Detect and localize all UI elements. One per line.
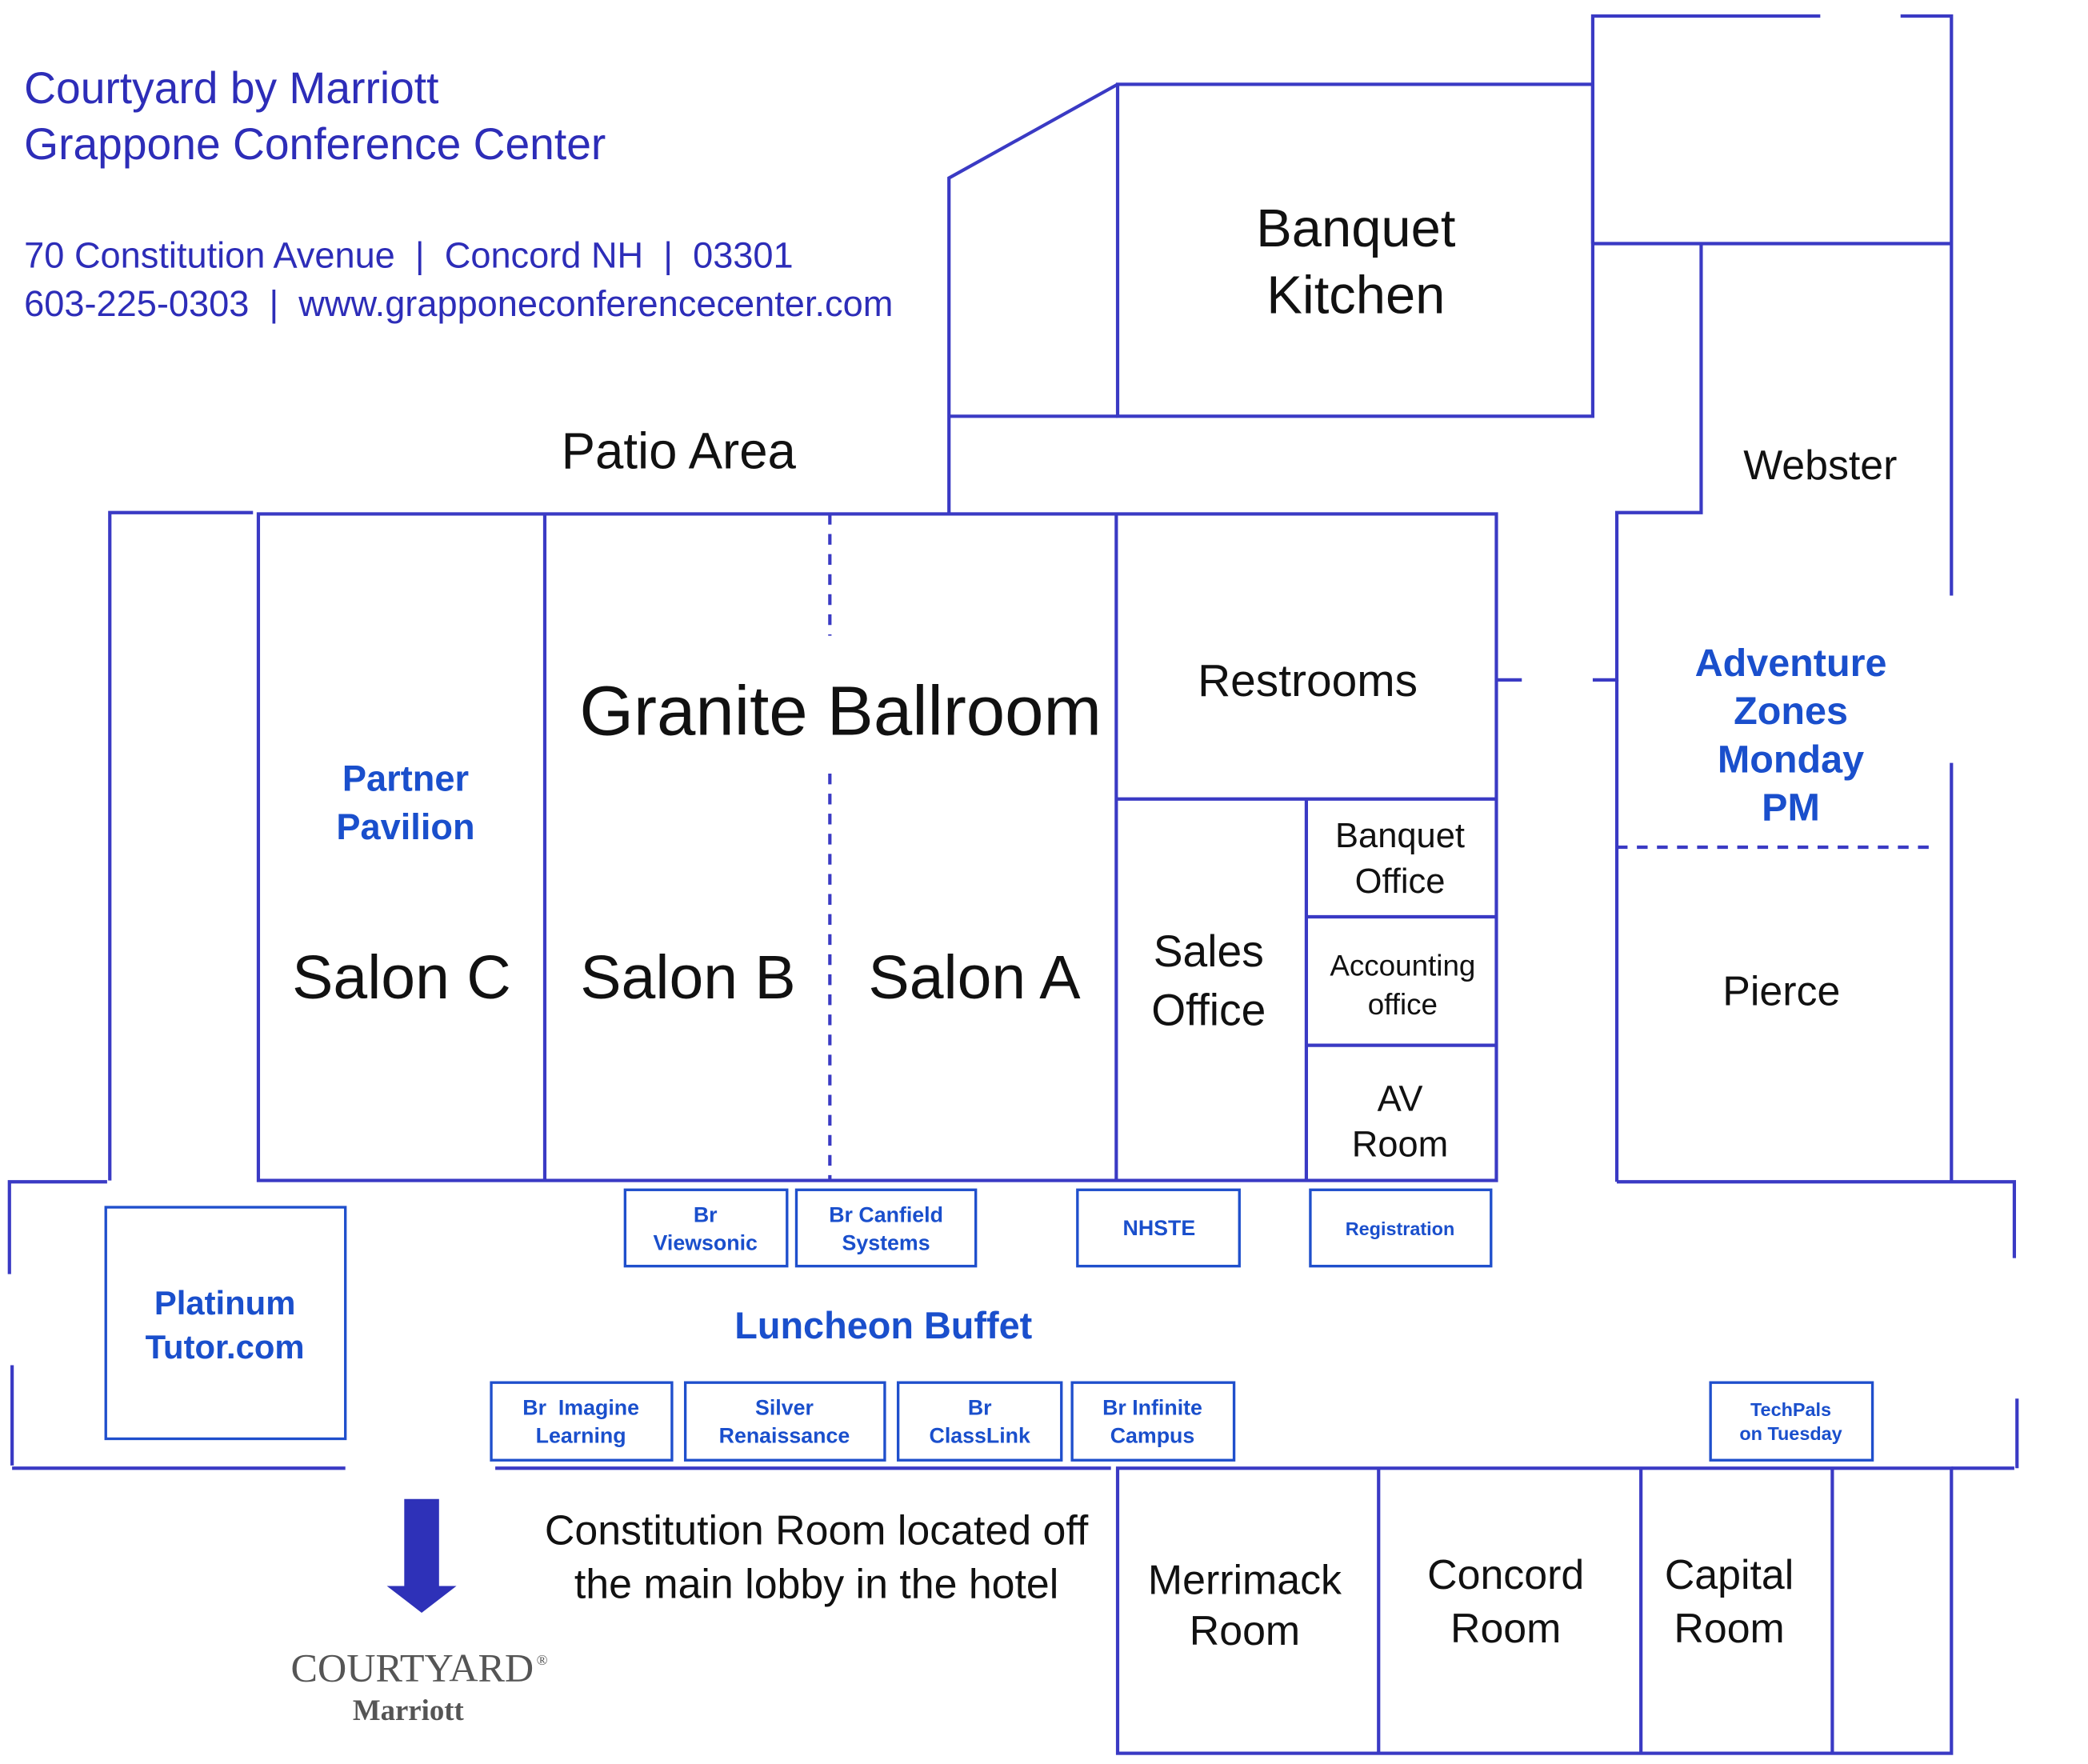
- booth-registration[interactable]: Registration: [1346, 1218, 1455, 1239]
- venue-contact: 603-225-0303 | www.grapponeconferencecen…: [24, 283, 893, 324]
- luncheon-buffet-label: Luncheon Buffet: [734, 1305, 1032, 1346]
- booth-nhste[interactable]: NHSTE: [1123, 1216, 1196, 1240]
- patio-area-label: Patio Area: [562, 423, 797, 480]
- venue-header: Courtyard by Marriott Grappone Conferenc…: [24, 63, 893, 324]
- room-salon-c: Salon C: [292, 943, 511, 1012]
- venue-address: 70 Constitution Avenue | Concord NH | 03…: [24, 235, 793, 276]
- walls: [7, 14, 2019, 1755]
- venue-name: Courtyard by Marriott: [24, 63, 438, 113]
- down-arrow-icon: [386, 1498, 457, 1613]
- room-restrooms: Restrooms: [1198, 656, 1418, 706]
- courtyard-marriott-logo: COURTYARD ® Marriott: [291, 1645, 548, 1726]
- meeting-rooms-wall: [1115, 1466, 1954, 1755]
- room-salon-b: Salon B: [580, 943, 795, 1012]
- venue-subtitle: Grappone Conference Center: [24, 119, 606, 169]
- platinum-booth-wall: [104, 1206, 347, 1441]
- room-pierce: Pierce: [1722, 967, 1840, 1014]
- svg-text:®: ®: [537, 1652, 548, 1668]
- ballroom-wall: [256, 512, 1498, 1182]
- granite-ballroom-title: Granite Ballroom: [579, 672, 1102, 750]
- banquet-kitchen-wall: [1115, 82, 1595, 418]
- svg-text:Marriott: Marriott: [353, 1694, 465, 1726]
- svg-text:COURTYARD: COURTYARD: [291, 1645, 534, 1690]
- room-salon-a: Salon A: [868, 943, 1081, 1012]
- room-webster: Webster: [1743, 442, 1897, 488]
